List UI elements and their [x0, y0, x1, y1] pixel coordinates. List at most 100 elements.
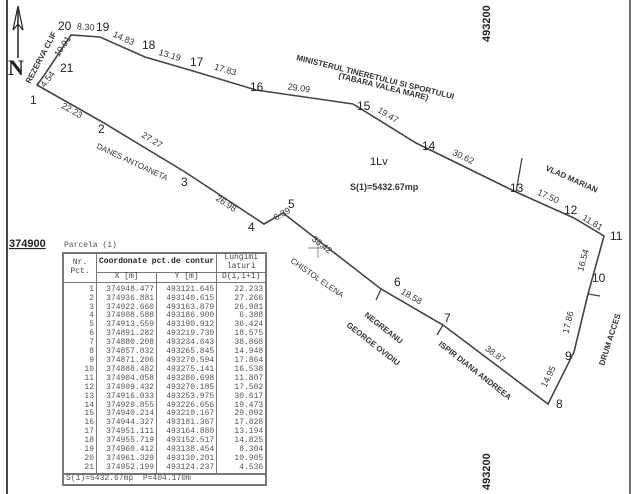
x-coordinate: 374951.111	[95, 427, 158, 438]
header-nr: Nr. Pct.	[62, 252, 97, 283]
point-label: 14	[422, 139, 436, 153]
point-number: 21	[62, 463, 97, 474]
side-length: 14.948	[216, 347, 267, 357]
edge-length-label: 30.62	[451, 147, 476, 166]
coordinates-table-panel: Parcela (1) Nr. Pct. Coordonate pct.de c…	[62, 241, 268, 486]
point-label: 10	[592, 271, 606, 285]
edge-length-label: 22.23	[60, 100, 85, 120]
y-coordinate: 493234.643	[156, 338, 218, 349]
point-label: 15	[357, 99, 371, 113]
side-length: 16.538	[216, 365, 267, 375]
y-coordinate: 493270.594	[156, 356, 218, 366]
side-length: 17.864	[216, 356, 267, 366]
point-label: 20	[58, 19, 72, 33]
point-label: 8	[556, 397, 563, 411]
point-label: 9	[565, 349, 572, 363]
side-length: 17.828	[216, 418, 267, 429]
side-length: 30.617	[216, 392, 267, 402]
parcel-area: S(1)=5432.67mp	[350, 182, 419, 192]
point-label: 13	[510, 181, 524, 195]
y-coordinate: 493181.367	[156, 418, 218, 429]
side-length: 19.473	[216, 401, 267, 411]
neighbor-ne: VLAD MARIAN	[544, 164, 599, 195]
edge-length-label: 19.47	[376, 105, 400, 125]
point-label: 12	[564, 203, 578, 217]
header-y: Y [m]	[156, 271, 218, 283]
y-coordinate: 493265.845	[156, 347, 218, 357]
x-coordinate: 374961.329	[95, 454, 158, 464]
point-label: 3	[181, 175, 188, 189]
footer-perimeter: P=404.170m	[142, 473, 191, 483]
side-length: 14.825	[216, 436, 267, 447]
point-number: 1	[62, 282, 97, 295]
table-caption: Parcela (1)	[64, 241, 117, 250]
y-coordinate: 493280.698	[156, 374, 218, 384]
neighbor-s1: CHISTOL ELENA	[289, 256, 346, 300]
y-coordinate: 493275.141	[156, 365, 218, 375]
grid-label-bottom: 493200	[481, 453, 493, 490]
side-length: 8.304	[216, 445, 267, 455]
x-coordinate: 374948.477	[95, 282, 158, 295]
edge-length-label: 17.83	[213, 62, 237, 78]
edge-length-label: 8.30	[77, 21, 95, 32]
edge-length-label: 26.98	[214, 193, 238, 214]
centroid-cross-icon	[308, 238, 328, 258]
side-length: 18.575	[216, 329, 267, 340]
point-label: 7	[444, 311, 451, 325]
parcel-name: 1Lv	[370, 156, 388, 168]
grid-label-left: 374900	[9, 238, 46, 250]
point-label: 21	[60, 61, 74, 75]
side-length: 11.807	[216, 374, 267, 384]
y-coordinate: 493140.615	[156, 294, 218, 304]
footer-area: S(1)=5432.67mp	[66, 473, 134, 483]
neighbor-boundaries	[375, 157, 601, 336]
side-length: 4.536	[216, 463, 267, 474]
y-coordinate: 493270.185	[156, 383, 218, 393]
neighbor-north: MINISTERUL TINERETULUI SI SPORTULUI	[296, 53, 455, 101]
point-label: 16	[250, 80, 264, 94]
y-coordinate: 493138.454	[156, 445, 218, 455]
x-coordinate: 374916.033	[95, 392, 158, 402]
side-length: 13.194	[216, 427, 267, 438]
point-label: 6	[394, 275, 401, 289]
edge-length-label: 36.42	[310, 234, 334, 256]
x-coordinate: 374909.432	[95, 383, 158, 393]
y-coordinate: 493190.912	[156, 320, 218, 331]
x-coordinate: 374857.032	[95, 347, 158, 357]
edge-length-label: 18.58	[399, 286, 424, 306]
x-coordinate: 374888.482	[95, 365, 158, 375]
header-x: X [m]	[95, 271, 158, 283]
point-label: 11	[610, 229, 623, 243]
point-label: 1	[30, 93, 37, 107]
x-coordinate: 374904.058	[95, 374, 158, 384]
side-length: 36.424	[216, 320, 267, 331]
side-length: 17.502	[216, 383, 267, 393]
x-coordinate: 374960.412	[95, 445, 158, 455]
x-coordinate: 374922.660	[95, 303, 158, 313]
edge-length-label: 16.54	[575, 248, 591, 272]
x-coordinate: 374908.588	[95, 312, 158, 322]
point-label: 4	[248, 220, 255, 234]
x-coordinate: 374871.206	[95, 356, 158, 366]
y-coordinate: 493226.656	[156, 401, 218, 411]
x-coordinate: 374913.559	[95, 320, 158, 331]
x-coordinate: 374929.855	[95, 401, 158, 411]
neighbor-s2b: GEORGE OVIDIU	[345, 320, 402, 367]
header-length-sub: D(i,i+1)	[216, 271, 267, 283]
point-label: 19	[96, 20, 110, 34]
side-length: 10.905	[216, 454, 267, 464]
x-coordinate: 374880.208	[95, 338, 158, 349]
y-coordinate: 493124.237	[156, 463, 218, 474]
coordinates-table: Nr. Pct. Coordonate pct.de contur Lungim…	[62, 252, 268, 486]
y-coordinate: 493121.645	[156, 282, 218, 295]
x-coordinate: 374944.327	[95, 418, 158, 429]
parcel-boundary	[35, 34, 605, 406]
